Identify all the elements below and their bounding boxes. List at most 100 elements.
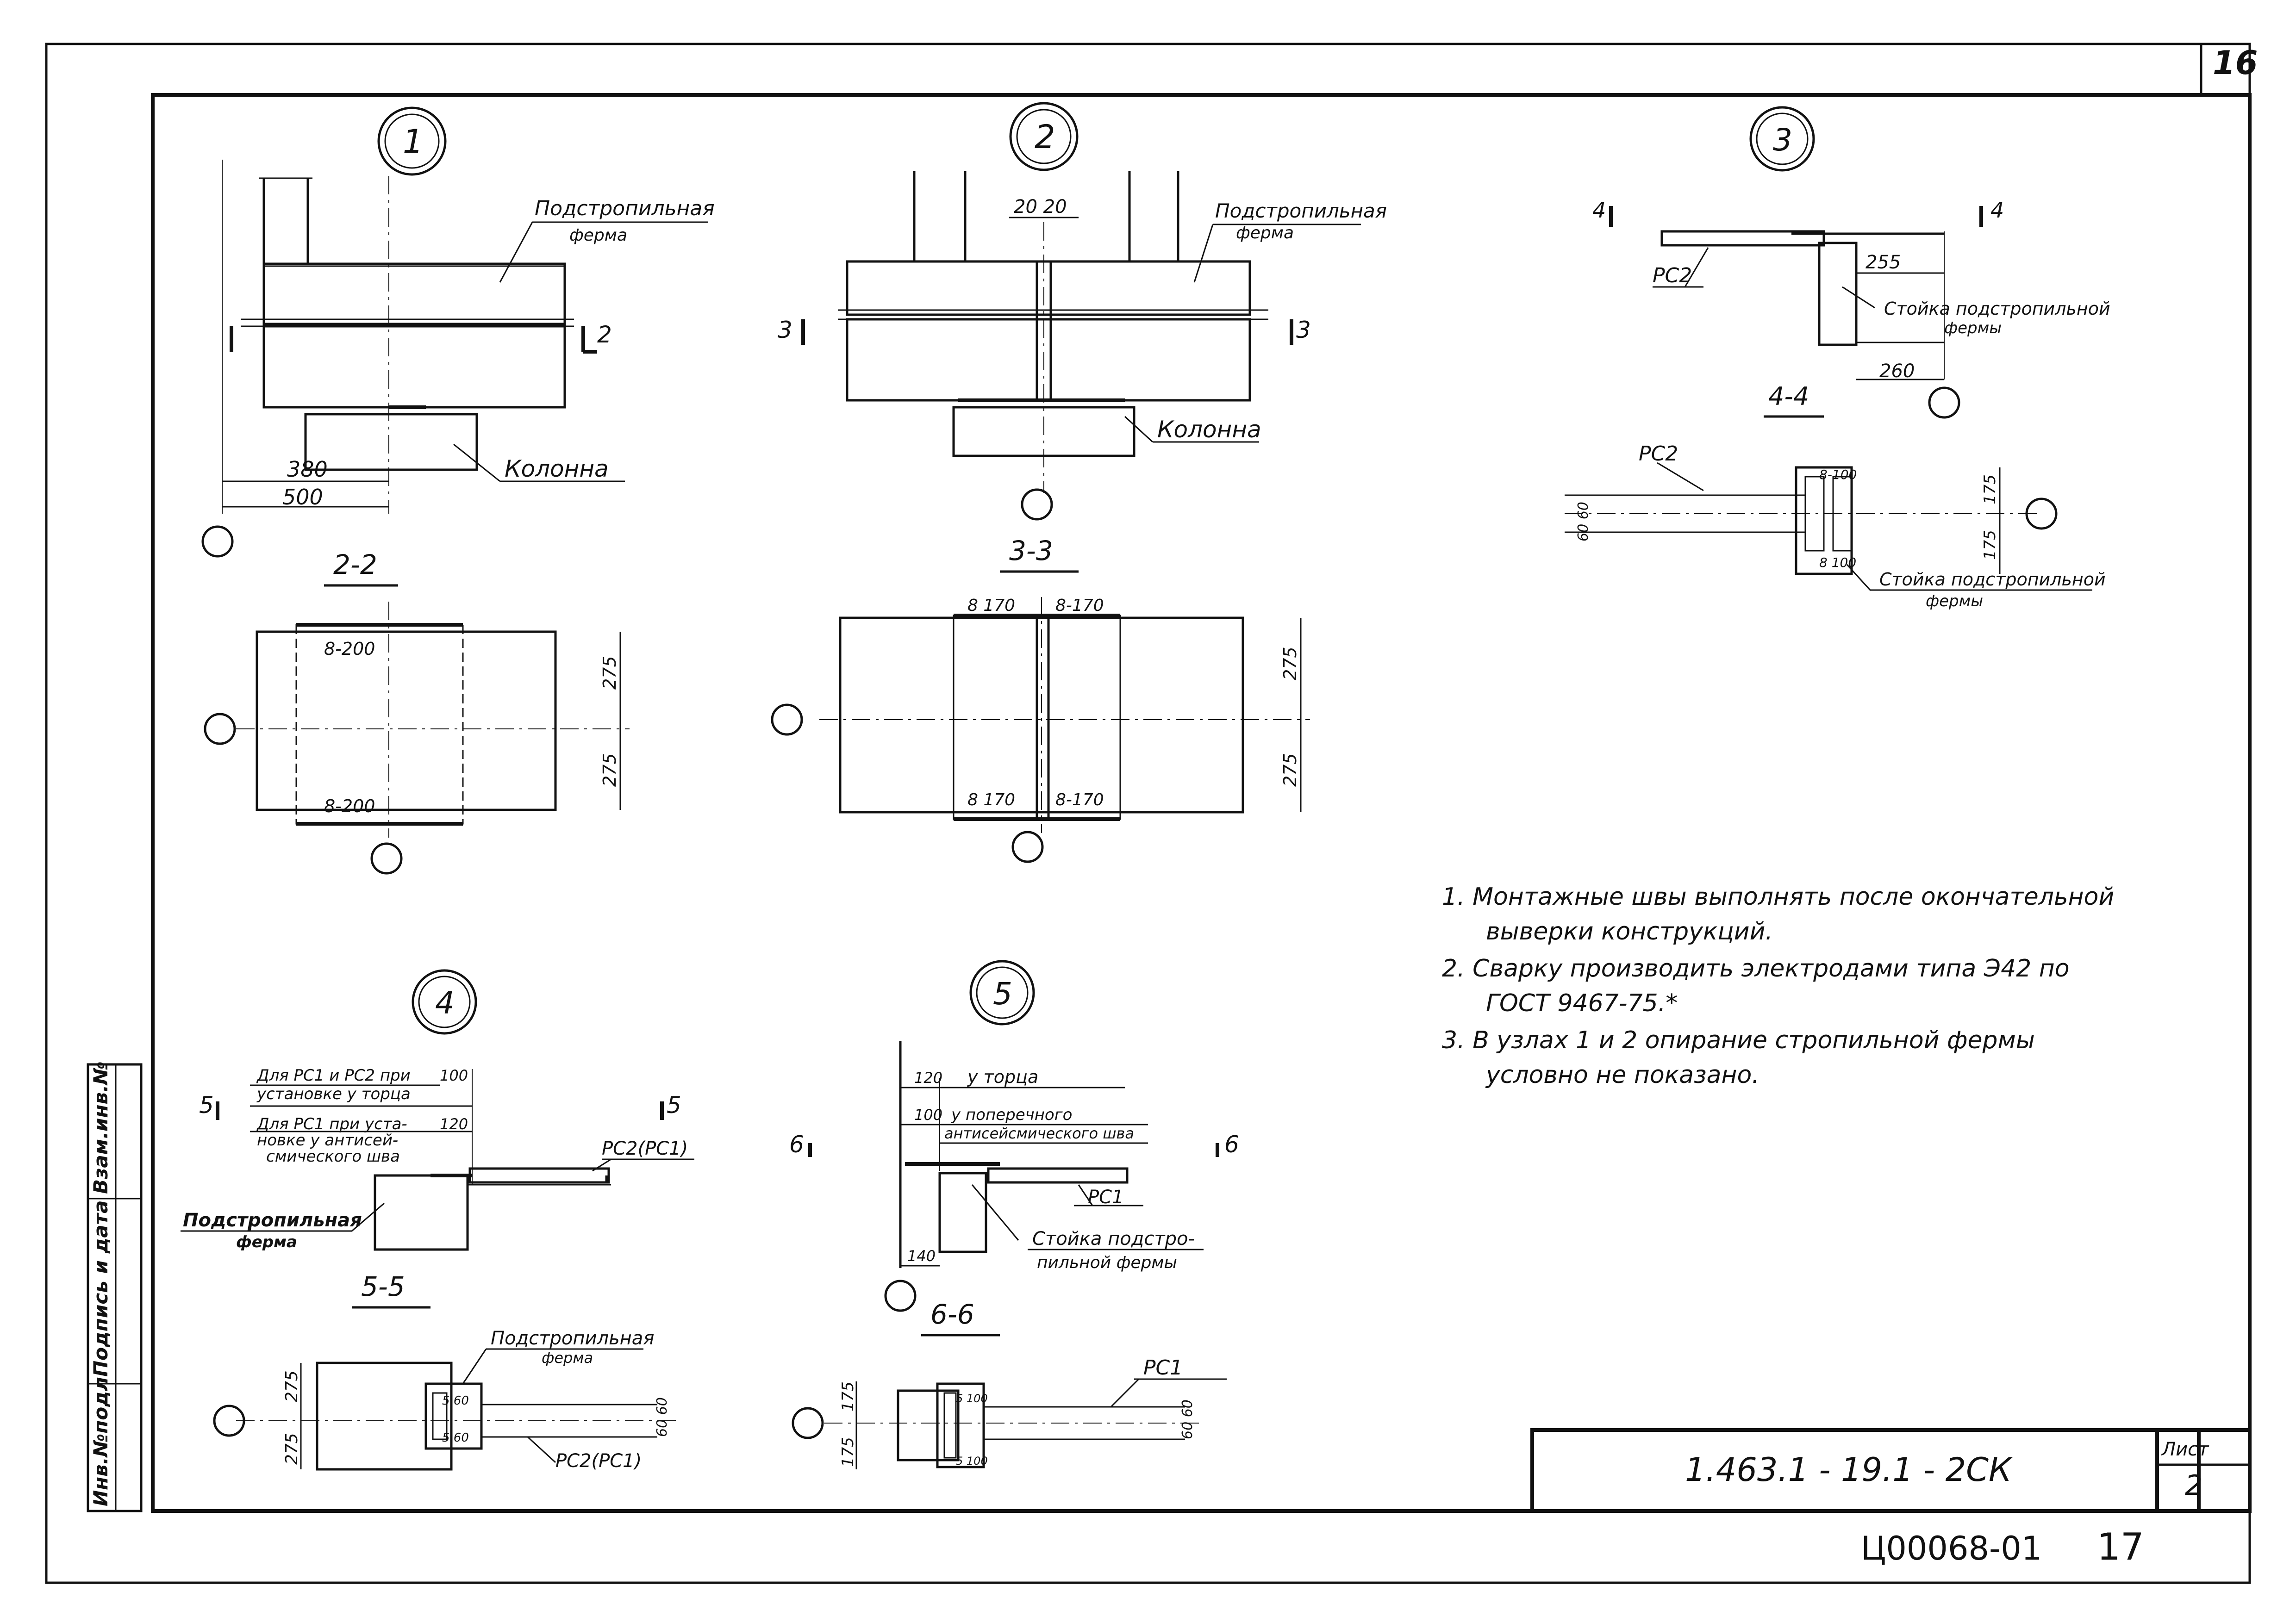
s33-dim-bottom: 275 [1280, 753, 1300, 787]
note-1a: 1. Монтажные швы выполнять после окончат… [1442, 883, 2114, 911]
d1-dim-380: 380 [287, 457, 328, 482]
s66-weld-bottom: 5 100 [956, 1455, 988, 1468]
s44-dim-bottom: 175 [1981, 530, 1999, 560]
d4-rs-label: РС2(РС1) [602, 1138, 688, 1159]
d5-note1: у торца [967, 1067, 1038, 1087]
doc-code: 1.463.1 - 19.1 - 2СК [1685, 1451, 2013, 1489]
note-1b: выверки конструкций. [1486, 918, 1773, 945]
stamp-sign-label: Подпись и дата [89, 1200, 112, 1377]
d3-post-label-1: Стойка подстропильной [1884, 298, 2110, 319]
s22-dim-top: 275 [599, 656, 620, 690]
d5-mark-left: 6 [789, 1131, 804, 1158]
bottom-page: 17 [2097, 1525, 2144, 1568]
d5-note2-a: у поперечного [951, 1106, 1072, 1124]
stamp-replace-label: Взам.инв.№ [89, 1061, 112, 1194]
s66-dim-right: 60 60 [1179, 1399, 1196, 1439]
s44-post-label-2: фермы [1926, 592, 1983, 610]
s44-title: 4-4 [1768, 382, 1809, 411]
d4-dim-100: 100 [440, 1067, 468, 1084]
s66-dim-bottom: 175 [839, 1437, 857, 1467]
sheet-top-number: 16 [2213, 44, 2258, 82]
s55-truss-label-1: Подстропильная [491, 1328, 654, 1349]
node-1-number: 1 [403, 123, 424, 161]
d1-column-label: Колонна [505, 455, 609, 482]
d4-note2-c: смического шва [266, 1147, 400, 1166]
d4-dim-120: 120 [440, 1115, 468, 1133]
s66-weld-top: 5 100 [956, 1392, 988, 1405]
node-3-number: 3 [1773, 122, 1792, 158]
inner-frame [151, 93, 2252, 1513]
d2-column-label: Колонна [1157, 416, 1261, 443]
d4-mark-left: 5 [199, 1092, 214, 1119]
node-2-number: 2 [1035, 118, 1055, 156]
d4-note2-b: новке у антисей- [257, 1131, 398, 1150]
side-stamp: Инв.№подл. Подпись и дата Взам.инв.№ [87, 1061, 143, 1512]
section-4-4: 4-4 РС2 8-100 8 100 175 175 60 60 Стойка… [1565, 382, 2106, 610]
d3-mark-left: 4 [1592, 198, 1606, 223]
d4-truss-label-2: ферма [236, 1233, 297, 1251]
detail-2: 2 20 20 Колонна Подстропильная ферма 3 3 [778, 102, 1387, 521]
node-5-number: 5 [993, 976, 1012, 1012]
d2-truss-label-2: ферма [1236, 224, 1294, 243]
d3-dim-255: 255 [1866, 252, 1901, 273]
general-notes: 1. Монтажные швы выполнять после окончат… [1442, 883, 2114, 1089]
s22-title: 2-2 [333, 549, 377, 580]
d2-section-mark-left: 3 [778, 317, 792, 343]
note-2a: 2. Сварку производить электродами типа Э… [1442, 955, 2070, 983]
s44-rs-label: РС2 [1639, 442, 1678, 466]
d5-rs-label: РС1 [1088, 1187, 1124, 1208]
bottom-code: Ц00068-01 [1861, 1530, 2042, 1567]
section-5-5: 5-5 5 60 5 60 275 275 60 60 Подстропильн… [213, 1271, 676, 1472]
s55-dim-right: 60 60 [654, 1397, 670, 1437]
s33-weld-bl: 8 170 [967, 790, 1015, 809]
d5-dim-120: 120 [914, 1069, 942, 1087]
title-block: 1.463.1 - 19.1 - 2СК Лист 2 [1530, 1428, 2252, 1513]
detail-3: 3 4 4 255 260 РС2 Стойка подстропильной … [1592, 106, 2110, 419]
d2-dim-gap: 20 20 [1014, 196, 1067, 218]
d4-note1-a: Для РС1 и РС2 при [256, 1066, 411, 1085]
d2-section-mark-right: 3 [1296, 317, 1311, 343]
node-4-number: 4 [435, 985, 455, 1021]
detail-1: 1 Колонна Подстропильная ферма 380 500 2 [201, 106, 715, 558]
s22-weld-top: 8-200 [324, 639, 375, 659]
list-label: Лист [2161, 1439, 2209, 1460]
s66-rs-label: РС1 [1143, 1356, 1183, 1380]
note-3b: условно не показано. [1485, 1061, 1759, 1089]
d4-mark-right: 5 [667, 1092, 681, 1119]
s55-dim-bottom: 275 [282, 1433, 301, 1465]
stamp-inv-label: Инв.№подл. [89, 1369, 112, 1506]
list-number: 2 [2185, 1469, 2202, 1502]
d3-dim-260: 260 [1879, 361, 1915, 382]
detail-4: 4 Для РС1 и РС2 при установке у торца 10… [181, 969, 694, 1251]
s44-dim-top: 175 [1981, 474, 1999, 504]
d4-note2-a: Для РС1 при уста- [256, 1115, 407, 1133]
note-3a: 3. В узлах 1 и 2 опирание стропильной фе… [1442, 1026, 2035, 1054]
d3-post-label-2: фермы [1944, 319, 2002, 337]
s33-weld-tl: 8 170 [967, 596, 1015, 615]
s55-dim-top: 275 [282, 1370, 301, 1402]
d4-truss-label-1: Подстропильная [183, 1210, 362, 1231]
note-2b: ГОСТ 9467-75.* [1486, 989, 1678, 1017]
s22-dim-bottom: 275 [599, 753, 620, 787]
s33-dim-top: 275 [1280, 647, 1300, 680]
s44-weld-top: 8-100 [1819, 467, 1857, 482]
s66-title: 6-6 [930, 1299, 974, 1330]
d1-dim-500: 500 [282, 485, 323, 510]
section-6-6: 6-6 5 100 5 100 175 175 60 60 РС1 [792, 1299, 1227, 1469]
s55-weld-top: 5 60 [442, 1394, 469, 1408]
s55-rs-label: РС2(РС1) [555, 1450, 642, 1472]
s33-weld-tr: 8-170 [1055, 596, 1104, 615]
s55-weld-bottom: 5 60 [442, 1431, 469, 1445]
detail-5: 5 120 у торца 100 у поперечного антисейс… [789, 960, 1239, 1312]
d5-post-label-1: Стойка подстро- [1032, 1228, 1195, 1250]
s55-truss-label-2: ферма [542, 1349, 593, 1367]
d2-truss-label-1: Подстропильная [1215, 199, 1387, 222]
d4-note1-b: установке у торца [256, 1085, 411, 1103]
d3-rs-label: РС2 [1653, 264, 1692, 287]
d5-post-label-2: пильной фермы [1037, 1253, 1177, 1272]
s33-weld-br: 8-170 [1055, 790, 1104, 809]
s66-dim-top: 175 [839, 1381, 857, 1412]
s55-title: 5-5 [361, 1271, 405, 1302]
section-3-3: 3-3 8 170 8-170 8 170 8-170 275 275 [771, 535, 1310, 863]
